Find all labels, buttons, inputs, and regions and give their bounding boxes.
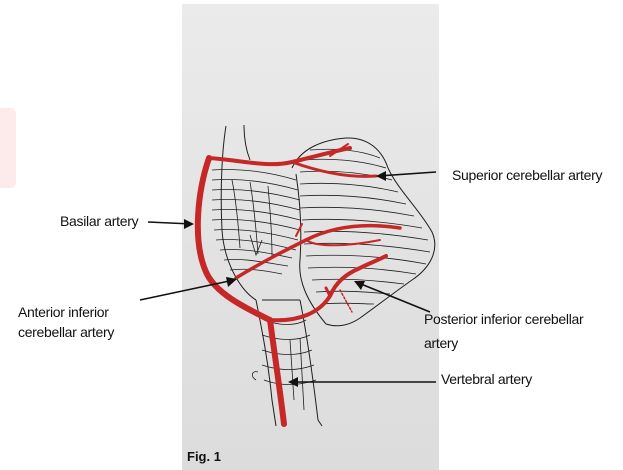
label-basilar-artery: Basilar artery xyxy=(60,212,138,231)
label-anterior-inferior-line1: Anterior inferior xyxy=(18,303,109,322)
basilar-artery xyxy=(198,158,270,320)
brainstem-outline xyxy=(221,125,322,426)
posterior-inferior-dotted xyxy=(340,290,352,312)
arrowhead-basilar xyxy=(184,219,194,229)
label-vertebral-artery: Vertebral artery xyxy=(441,370,532,389)
arrow-posterior-inferior xyxy=(356,282,430,312)
label-anterior-inferior-line2: cerebellar artery xyxy=(18,323,114,342)
label-superior-cerebellar-artery: Superior cerebellar artery xyxy=(452,166,602,185)
arrowhead-superior xyxy=(376,171,386,181)
figure-number: Fig. 1 xyxy=(187,449,221,464)
arrow-superior-cerebellar xyxy=(378,172,436,176)
label-posterior-inferior-line2: artery xyxy=(424,334,458,353)
superior-cerebellar-vessel xyxy=(209,148,350,164)
vertebral-vessel xyxy=(270,320,284,424)
pons-hatching xyxy=(212,169,300,274)
label-arrows xyxy=(140,172,436,382)
label-posterior-inferior-line1: Posterior inferior cerebellar xyxy=(424,310,583,329)
posterior-inferior-loop xyxy=(326,288,330,296)
